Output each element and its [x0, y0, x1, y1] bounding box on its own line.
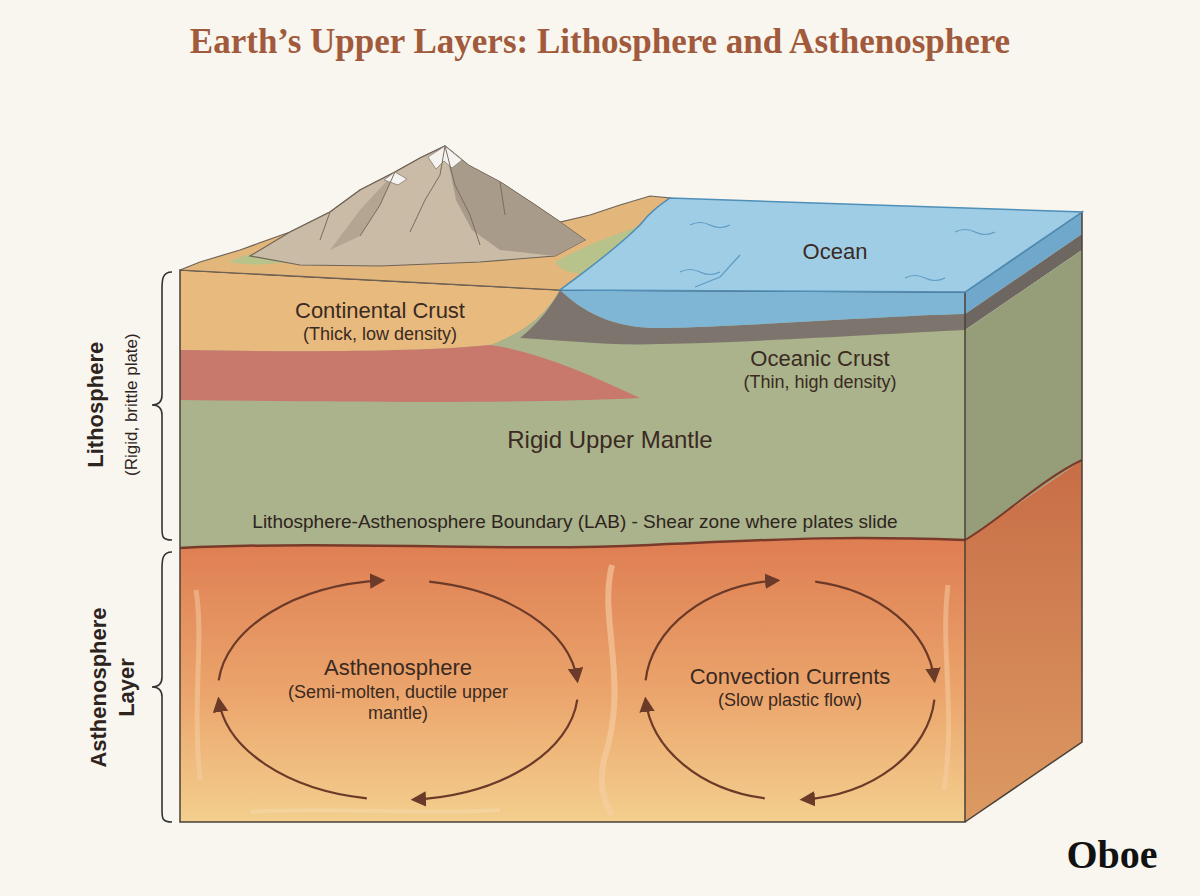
asthenosphere-region: Asthenosphere(Semi-molten, ductile upper… [266, 652, 530, 728]
region-note: (Thick, low density) [295, 324, 465, 346]
layer-label: Lithosphere [82, 342, 110, 468]
front-outline [180, 270, 965, 822]
snow-cap [384, 172, 407, 185]
asthenosphere-bracket [152, 552, 172, 822]
region-note: (Slow plastic flow) [690, 690, 891, 712]
flow-streak [944, 585, 949, 790]
crust-region: Oceanic Crust(Thin, high density) [737, 343, 902, 397]
side-asthenosphere [965, 460, 1082, 822]
mountain-ridge [320, 146, 505, 245]
region-heading: Oceanic Crust [743, 346, 896, 372]
lower-crust-band [180, 345, 640, 402]
mountain [250, 146, 585, 266]
asthenosphere-band [180, 538, 965, 822]
layer-note: (Rigid, brittle plate) [120, 334, 141, 477]
ocean-label-box: Ocean [797, 236, 874, 268]
layer-label: Asthenosphere Layer [85, 602, 140, 772]
region-note: (Thin, high density) [743, 372, 896, 394]
wave [695, 255, 740, 287]
mountain-shadow [445, 146, 585, 256]
flow-streak [250, 810, 500, 812]
oceanic-crust-band [520, 290, 965, 344]
wave [690, 223, 730, 228]
diagram-title: Earth’s Upper Layers: Lithosphere and As… [0, 22, 1200, 62]
region-heading: Rigid Upper Mantle [507, 426, 712, 455]
convection-loop [219, 580, 578, 799]
region-heading: Convection Currents [690, 664, 891, 690]
region-heading: Asthenosphere [272, 655, 524, 681]
lab-line [180, 538, 965, 548]
convection-arrow [646, 700, 765, 799]
region-note: (Semi-molten, ductile upper mantle) [272, 682, 524, 725]
lithosphere-bracket [152, 272, 172, 540]
convection-arrow [414, 700, 578, 800]
region-heading: Ocean [803, 239, 868, 265]
mountain-shadow [330, 172, 395, 250]
ocean-water-front [560, 290, 965, 328]
region-heading: Continental Crust [295, 298, 465, 324]
flow-streak [196, 590, 200, 780]
rigid-mantle-band [180, 270, 965, 560]
convection-arrow [803, 700, 935, 800]
boundary-label: Lithosphere-Asthenosphere Boundary (LAB)… [252, 510, 897, 534]
side-lab-line [965, 460, 1082, 540]
wave [680, 270, 720, 275]
crust-region: Continental Crust(Thick, low density) [289, 295, 471, 349]
wave [955, 230, 995, 235]
wave [905, 276, 945, 281]
side-outline [965, 212, 1082, 822]
ocean-waves [680, 223, 995, 288]
snow-cap [428, 146, 462, 169]
convection-loop [646, 580, 935, 799]
ocean-surface [560, 198, 1082, 292]
convection-region: Convection Currents(Slow plastic flow) [684, 661, 897, 715]
mantle-region: Rigid Upper Mantle [501, 423, 718, 458]
watermark: Oboe [1066, 830, 1157, 880]
flow-streak [602, 565, 615, 815]
convection-arrow [219, 700, 367, 799]
